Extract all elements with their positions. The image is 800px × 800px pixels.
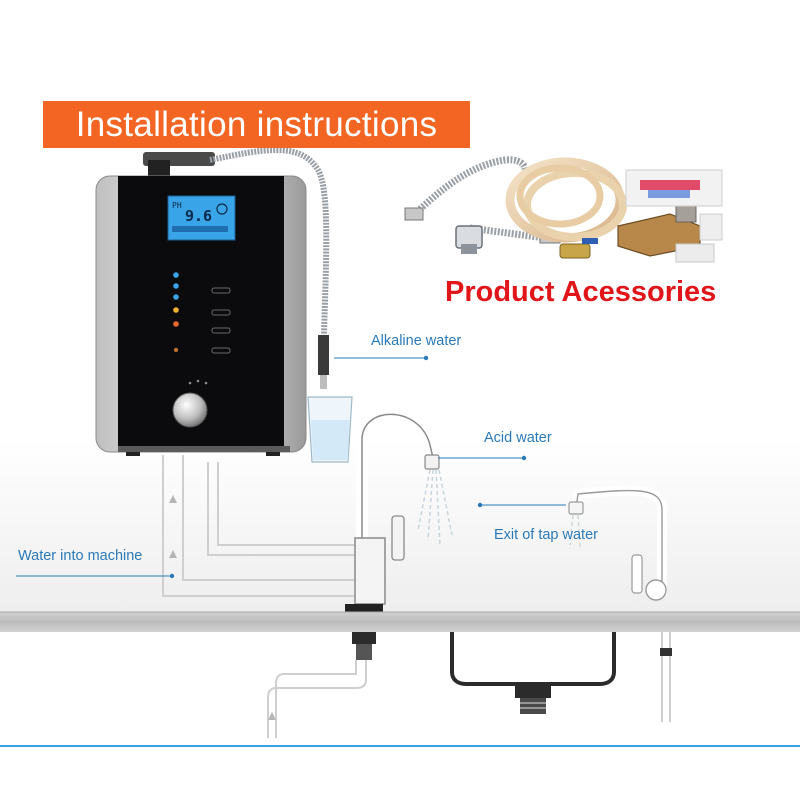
sink-drain-trap [520, 698, 546, 714]
mode-dot-3 [173, 294, 179, 300]
faucet-neck-outline [361, 413, 435, 540]
glass-of-water [307, 396, 353, 463]
countertop [0, 612, 800, 632]
glass-water [311, 420, 349, 460]
test-strips [640, 180, 700, 190]
touch-button-4 [211, 347, 231, 354]
outlet-nozzle [318, 335, 329, 375]
tube-coil-3 [516, 164, 604, 228]
mode-dot-1 [173, 272, 179, 278]
knob-dot-2 [196, 379, 200, 383]
faucet-head [424, 454, 440, 470]
outlet-tip [320, 375, 327, 389]
alkaline-water-label: Alkaline water [371, 333, 462, 349]
water-ionizer-machine: PH 9.6 [95, 152, 307, 456]
page-title: Installation instructions [43, 101, 470, 148]
tap-lever [631, 554, 643, 594]
tap-faucet [568, 485, 667, 601]
chrome-adapter-base [461, 244, 477, 254]
supply-pipe-inner [162, 455, 370, 597]
lcd-screen [167, 195, 236, 241]
supply-pipe-outer [182, 455, 362, 581]
flow-arrow-1 [169, 495, 177, 503]
machine-foot-left [126, 450, 140, 456]
acid-water-spray [417, 469, 453, 546]
tube-coil-2 [523, 169, 627, 241]
hose-fitting-left [404, 207, 424, 221]
faucet-underside-fitting [356, 644, 372, 660]
inlet-pipe-outer [267, 660, 367, 738]
touch-button-2 [211, 309, 231, 316]
knob-dot-3 [204, 381, 208, 385]
faucet-base [345, 604, 383, 612]
tap-water-stream [569, 514, 581, 549]
mode-dot-2 [173, 283, 179, 289]
tap-leader-dot [477, 502, 483, 508]
valve-handle [582, 238, 598, 244]
lcd-ph-value: 9.6 [185, 207, 212, 225]
machine-base [118, 446, 290, 452]
lcd-indicator-row [172, 226, 228, 232]
diverter-faucet [345, 408, 453, 612]
alkaline-leader-dot [423, 355, 429, 361]
tap-body [645, 579, 667, 601]
mode-dot-6 [173, 347, 179, 353]
drain-pipe-inner [207, 462, 362, 556]
flow-arrow-2 [169, 550, 177, 558]
accessories-photo [404, 156, 723, 263]
lcd-ph-label: PH [172, 201, 182, 210]
lcd-icon [216, 203, 228, 215]
machine-foot-right [266, 450, 280, 456]
knob-dot-1 [188, 381, 192, 385]
small-parts-bag [675, 243, 715, 263]
tap-head [568, 501, 584, 515]
tap-water-label: Exit of tap water [494, 527, 598, 543]
acid-leader-dot [521, 455, 527, 461]
faucet-body [354, 537, 386, 605]
acid-water-label: Acid water [484, 430, 552, 446]
water-in-leader-dot [169, 573, 175, 579]
sink-drain [515, 684, 551, 698]
water-into-machine-label: Water into machine [18, 548, 143, 564]
mode-dot-4 [173, 307, 179, 313]
drain-pipe-outer [217, 462, 362, 546]
brass-valve [559, 243, 591, 259]
touch-button-1 [211, 287, 231, 294]
faucet-underside-nut [352, 632, 376, 644]
alkaline-outlet-hose [209, 147, 330, 336]
mode-dot-5 [173, 321, 179, 327]
test-strips-2 [648, 190, 690, 198]
tap-neck-outline [575, 489, 663, 595]
accessories-title: Product Acessories [445, 276, 717, 308]
floor-bottom [0, 632, 800, 747]
tap-supply-nut [660, 648, 672, 656]
machine-top-handle-cap [148, 160, 170, 176]
steel-hose-lower [469, 224, 546, 242]
screw-bag [699, 213, 723, 241]
faucet-lever [391, 515, 405, 561]
touch-button-3 [211, 327, 231, 334]
inlet-flow-arrow [268, 712, 276, 720]
control-knob [172, 392, 208, 428]
inlet-pipe-inner [275, 660, 357, 738]
